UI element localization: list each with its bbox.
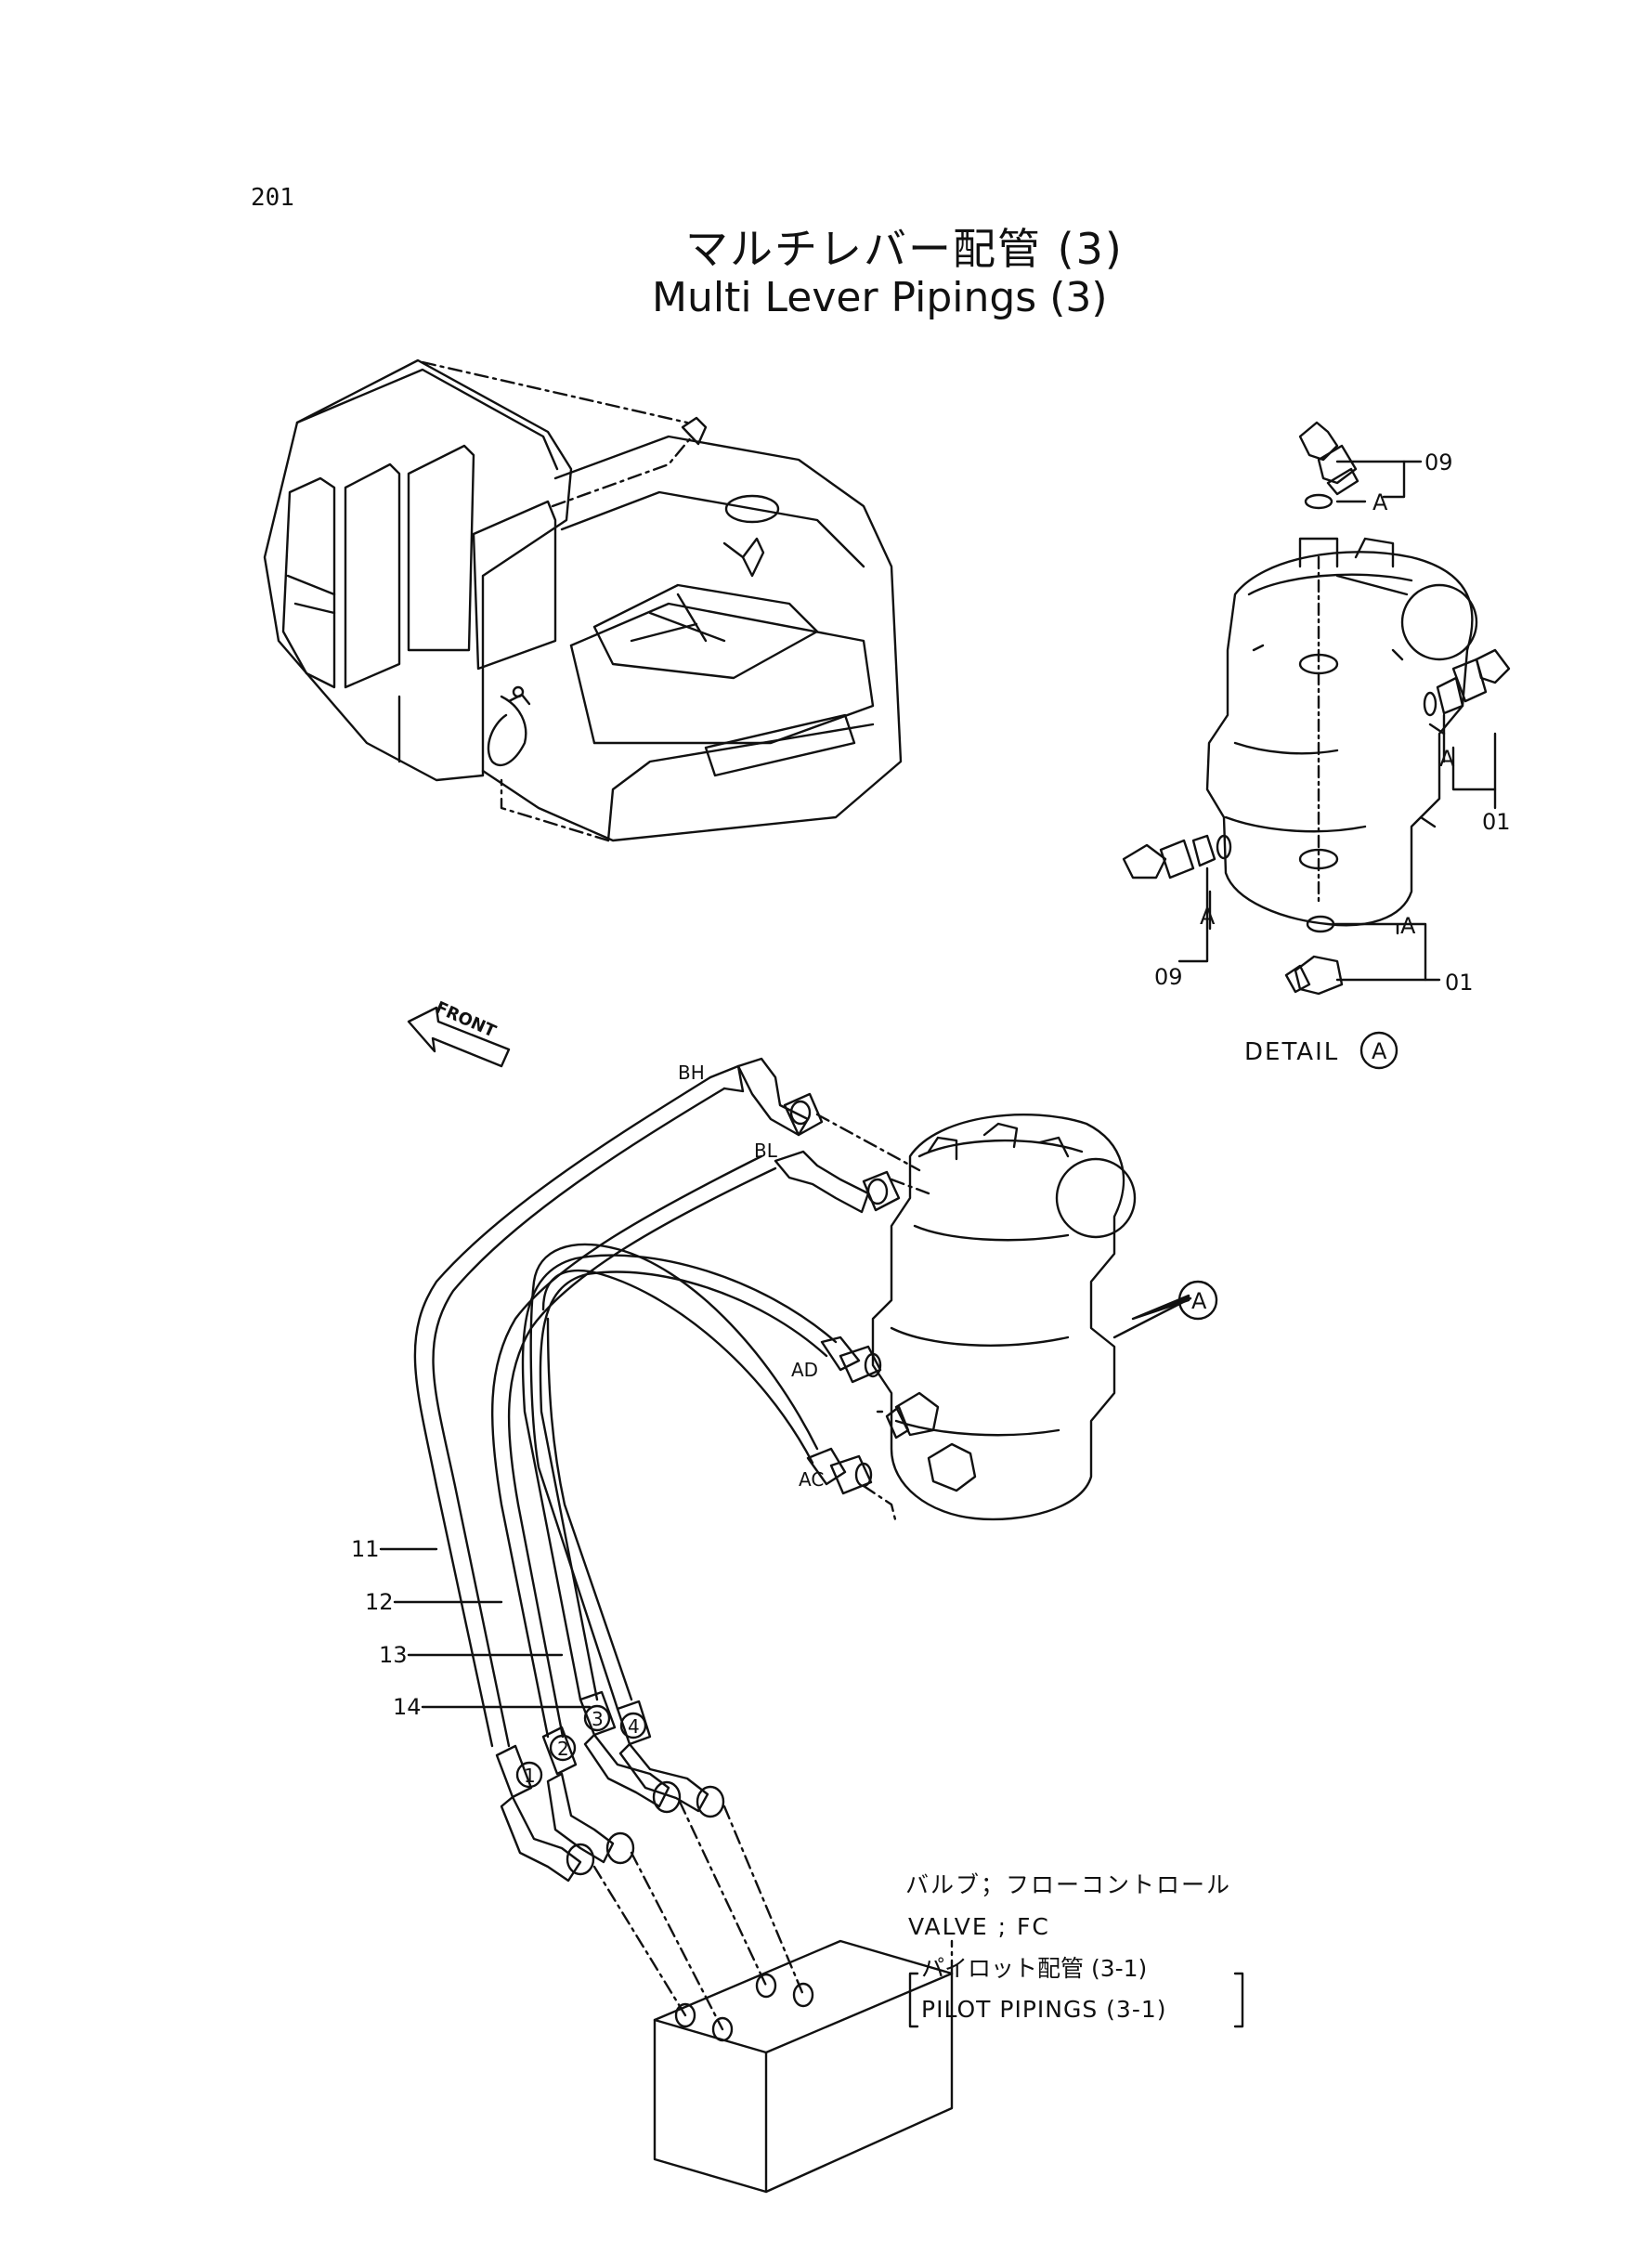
pilot-note-ja: パイロット配管 (3-1): [921, 1955, 1147, 1982]
label-01-bottom: 01: [1445, 970, 1474, 996]
label-09-bottom: 09: [1154, 964, 1183, 990]
title-english: Multi Lever Pipings (3): [652, 274, 1108, 321]
hose-2: 2: [557, 1738, 569, 1760]
title-japanese: マルチレバー配管 (3): [685, 224, 1124, 274]
port-ac: AC: [799, 1468, 824, 1491]
item-13: 13: [379, 1642, 408, 1668]
front-label: FRONT: [433, 997, 500, 1041]
label-ref-a-3: A: [1200, 904, 1216, 930]
pilot-note-en: PILOT PIPINGS (3-1): [921, 1996, 1167, 2023]
valve-note-en: VALVE ; FC: [908, 1913, 1050, 1940]
page-number: 201: [251, 184, 294, 212]
label-ref-a-4: A: [1400, 913, 1416, 939]
item-12: 12: [365, 1589, 394, 1615]
label-ref-a-2: A: [1439, 746, 1455, 772]
hose-4: 4: [628, 1715, 640, 1738]
port-bh: BH: [678, 1062, 705, 1084]
hose-3: 3: [592, 1708, 604, 1730]
detail-caption-circle: A: [1372, 1038, 1387, 1064]
port-ad: AD: [791, 1359, 818, 1381]
detail-caption: DETAIL: [1244, 1038, 1339, 1066]
detail-a-view: [1122, 421, 1511, 996]
callout-a: A: [1191, 1288, 1207, 1314]
item-14: 14: [393, 1694, 422, 1720]
main-assembly: [379, 1006, 1192, 2194]
port-bl: BL: [754, 1140, 778, 1162]
label-ref-a-1: A: [1372, 489, 1388, 515]
label-01-right: 01: [1482, 809, 1511, 835]
label-09-top: 09: [1424, 449, 1453, 476]
excavator-overview: [263, 358, 903, 842]
valve-note-ja: バルブ；フローコントロール: [905, 1871, 1231, 1898]
hose-1: 1: [524, 1765, 536, 1787]
item-11: 11: [351, 1536, 380, 1562]
